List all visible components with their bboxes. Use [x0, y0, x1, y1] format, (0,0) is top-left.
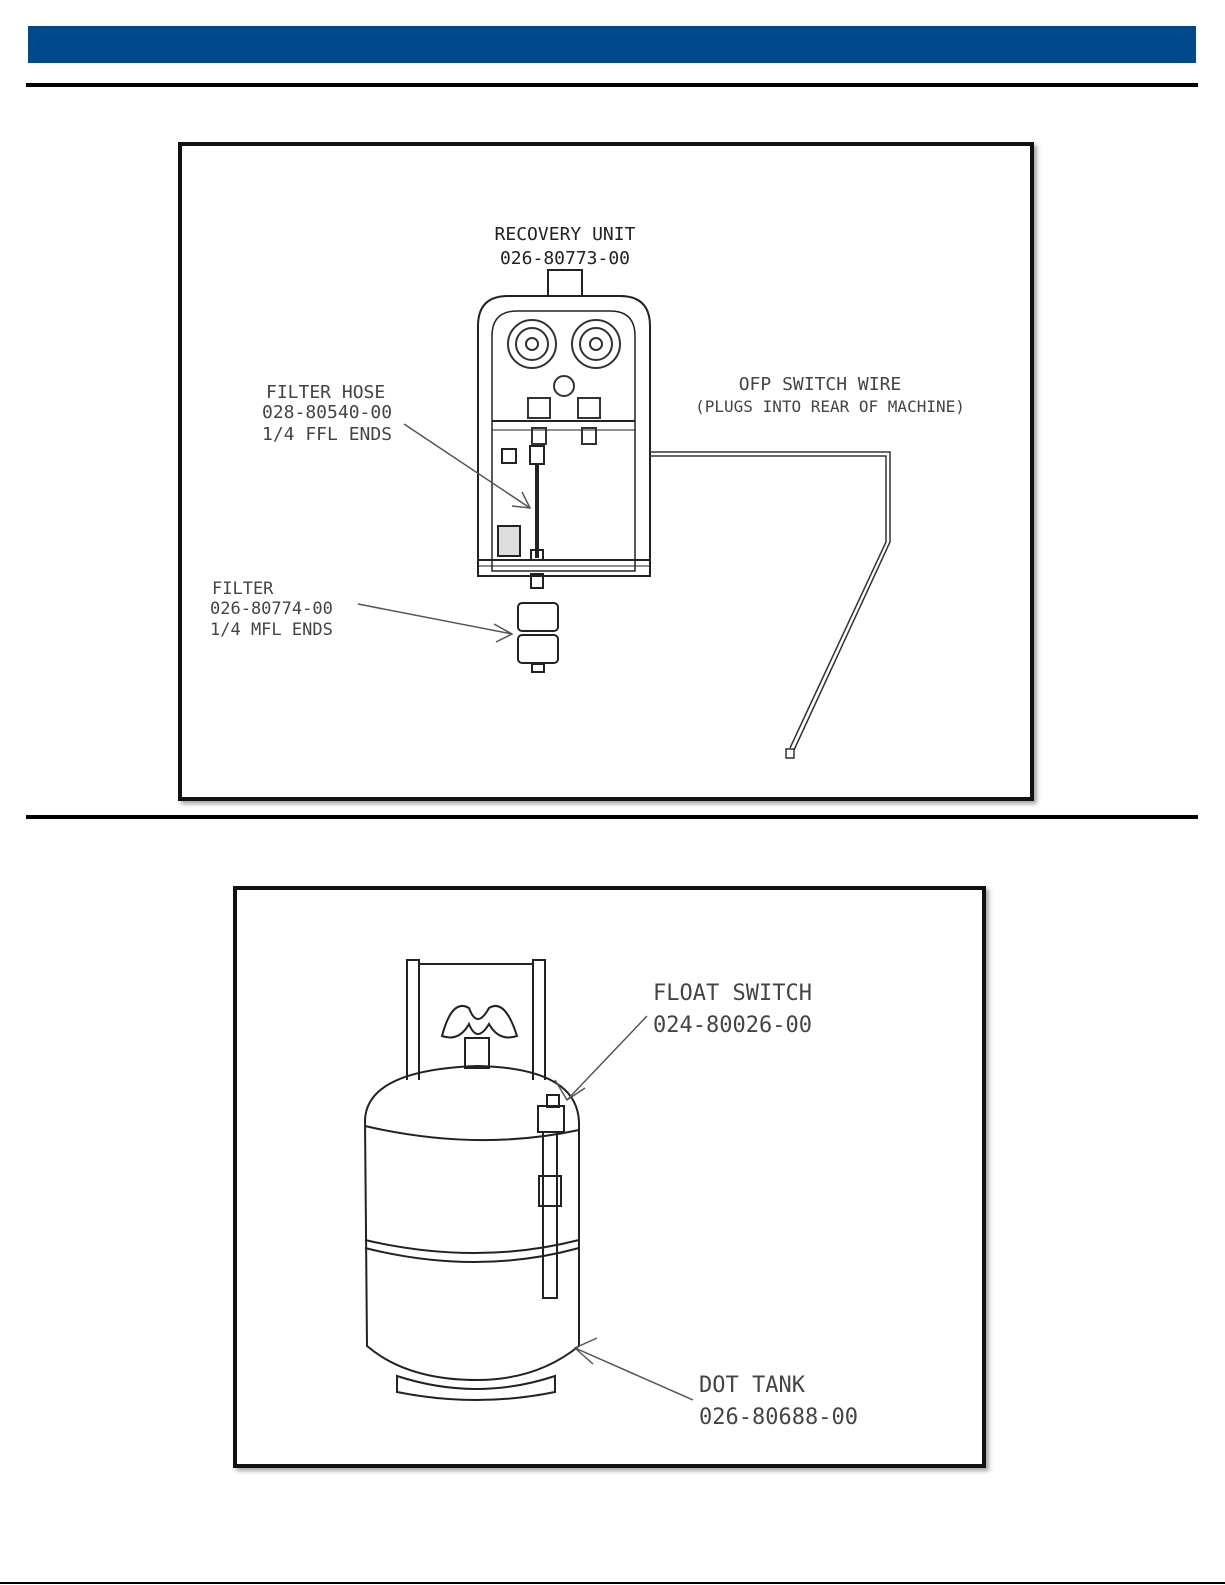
recovery-unit-figure: RECOVERY UNIT 026-80773-00 FILTER HOSE 0…	[178, 142, 1034, 801]
filter-canister	[518, 603, 558, 672]
valve-knob-icon	[528, 376, 600, 444]
filter-hose	[530, 446, 544, 588]
float-switch-label: FLOAT SWITCH	[653, 981, 812, 1006]
filter-hose-part-number: 028-80540-00	[262, 402, 392, 423]
dot-tank-part-number: 026-80688-00	[699, 1405, 858, 1430]
top-rule	[26, 83, 1198, 87]
dot-tank-label: DOT TANK	[699, 1373, 806, 1398]
ofp-switch-wire	[650, 452, 890, 758]
float-switch	[538, 1095, 564, 1298]
middle-rule	[26, 815, 1198, 819]
bottom-rule	[0, 1582, 1225, 1584]
dot-tank-figure: FLOAT SWITCH 024-80026-00 DOT TANK 026-8…	[233, 886, 986, 1468]
switch-wire-label: OFP SWITCH WIRE	[739, 374, 902, 395]
tank-handle	[407, 960, 545, 1080]
dot-tank-drawing: FLOAT SWITCH 024-80026-00 DOT TANK 026-8…	[237, 890, 982, 1464]
float-switch-part-number: 024-80026-00	[653, 1013, 812, 1038]
filter-part-number: 026-80774-00	[210, 599, 333, 619]
tank-body	[365, 1066, 579, 1400]
filter-spec: 1/4 MFL ENDS	[210, 620, 333, 640]
filter-label: FILTER	[212, 579, 274, 599]
filter-hose-label: FILTER HOSE	[266, 382, 385, 403]
recovery-unit-drawing: RECOVERY UNIT 026-80773-00 FILTER HOSE 0…	[182, 146, 1030, 797]
power-switch-icon	[498, 449, 520, 556]
leader-arrow	[555, 1016, 693, 1400]
recovery-unit-part-number: 026-80773-00	[500, 248, 630, 269]
recovery-unit-label: RECOVERY UNIT	[495, 224, 636, 245]
switch-wire-note: (PLUGS INTO REAR OF MACHINE)	[695, 397, 965, 416]
header-bar	[28, 26, 1196, 63]
filter-hose-spec: 1/4 FFL ENDS	[262, 424, 392, 445]
gauge-icon	[508, 320, 620, 368]
